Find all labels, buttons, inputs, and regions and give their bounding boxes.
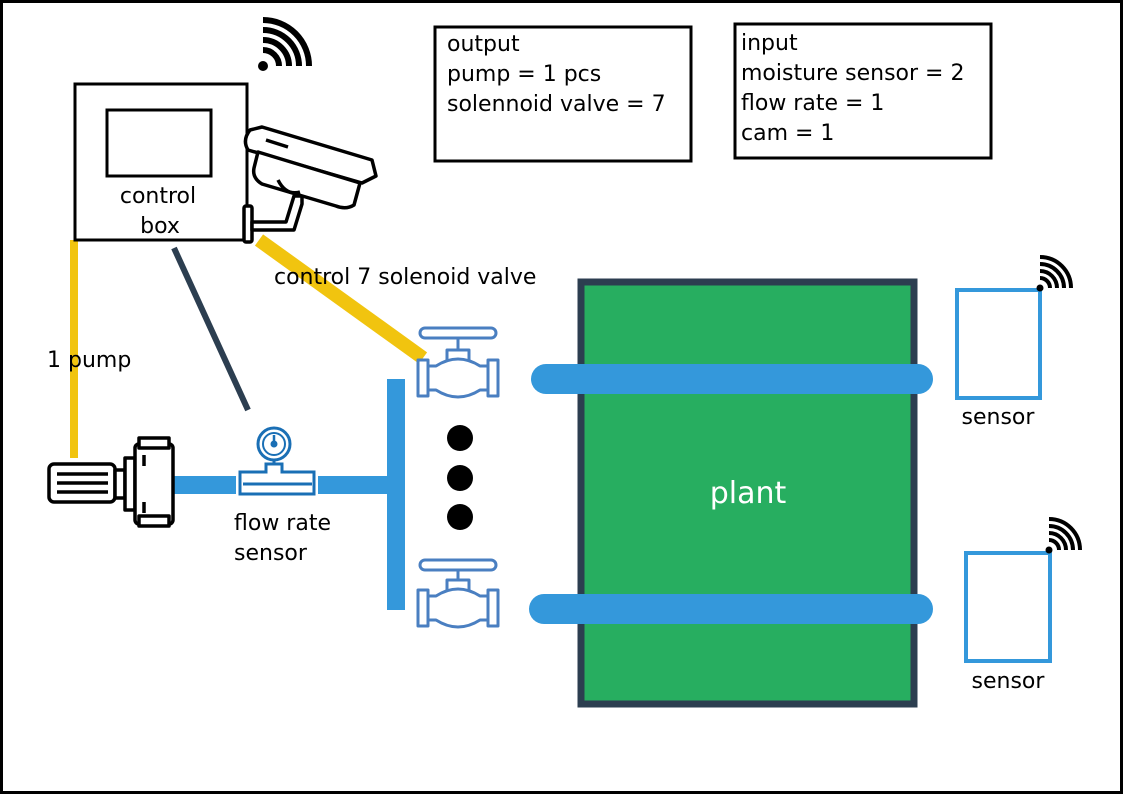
input-line: cam = 1 xyxy=(741,121,834,146)
valve-signal-wire xyxy=(254,234,428,364)
sensor-label: sensor xyxy=(962,405,1036,430)
input-box: input moisture sensor = 2 flow rate = 1 … xyxy=(733,22,993,160)
pipe-pump-to-sensor xyxy=(174,476,236,494)
output-line: solennoid valve = 7 xyxy=(447,92,666,117)
valve-icon xyxy=(416,558,500,629)
control-box-label: box xyxy=(140,214,180,239)
output-line: pump = 1 pcs xyxy=(447,62,601,87)
moisture-sensor-bottom: sensor xyxy=(964,551,1052,694)
wifi-icon xyxy=(1036,255,1073,292)
wifi-icon xyxy=(258,17,312,71)
moisture-sensor-top: sensor xyxy=(955,288,1042,430)
output-box: output pump = 1 pcs solennoid valve = 7 xyxy=(433,25,693,163)
input-line: moisture sensor = 2 xyxy=(741,61,964,86)
pump-motor-icon xyxy=(47,436,175,528)
valve-icon xyxy=(416,326,500,399)
input-line: flow rate = 1 xyxy=(741,91,884,116)
control-box-screen xyxy=(105,108,213,178)
flow-sensor-label: sensor xyxy=(234,541,308,566)
output-title: output xyxy=(447,32,520,57)
pump-label: 1 pump xyxy=(47,348,131,373)
pipe-sensor-to-manifold xyxy=(318,476,388,494)
wifi-icon xyxy=(1045,517,1082,554)
input-title: input xyxy=(741,31,798,56)
more-valves-ellipsis xyxy=(447,425,473,530)
security-camera-icon xyxy=(242,125,378,244)
flow-gauge-icon xyxy=(238,426,316,496)
flow-sensor-label: flow rate xyxy=(234,511,331,536)
valve-control-label: control 7 solenoid valve xyxy=(274,265,536,290)
manifold-pipe xyxy=(387,379,405,610)
control-box-label: control xyxy=(120,184,196,209)
plant-label: plant xyxy=(710,476,787,511)
control-box: control box xyxy=(73,82,249,242)
flow-sensor-data-wire xyxy=(171,246,251,412)
plant-bed: plant xyxy=(577,278,918,708)
sensor-label: sensor xyxy=(972,669,1046,694)
